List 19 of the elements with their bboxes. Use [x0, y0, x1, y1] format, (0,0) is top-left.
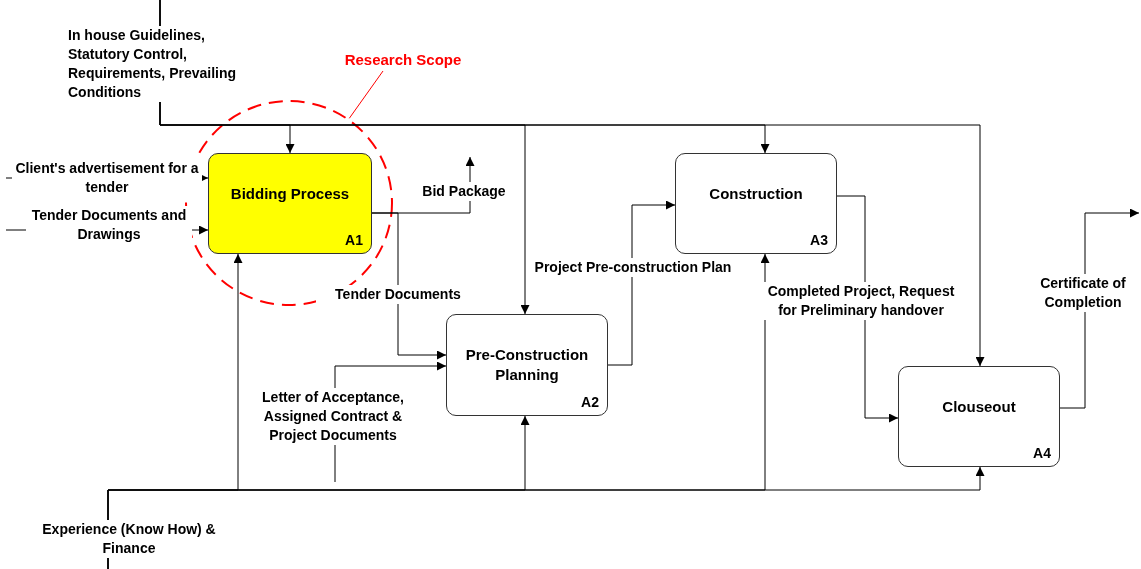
node-number: A3: [810, 231, 828, 250]
process-name: Pre-Construction Planning: [464, 345, 590, 385]
process-box: [898, 366, 1060, 467]
process-box: [446, 314, 608, 416]
scope-label: Research Scope: [330, 49, 476, 71]
arrow: [159, 0, 985, 367]
process-box: [675, 153, 837, 254]
arrow: [607, 200, 676, 366]
process-box: [208, 153, 372, 254]
arrow: [107, 466, 985, 569]
node-number: A4: [1033, 444, 1051, 463]
process-name: Construction: [708, 184, 804, 204]
node-number: A2: [581, 393, 599, 412]
edge-label: Tender Documents and Drawings: [26, 206, 192, 244]
node-number: A1: [345, 231, 363, 250]
leader-line: [348, 70, 384, 119]
process-name: Clouseout: [941, 397, 1017, 417]
process-name: Bidding Process: [229, 184, 351, 204]
arrow: [371, 212, 447, 360]
